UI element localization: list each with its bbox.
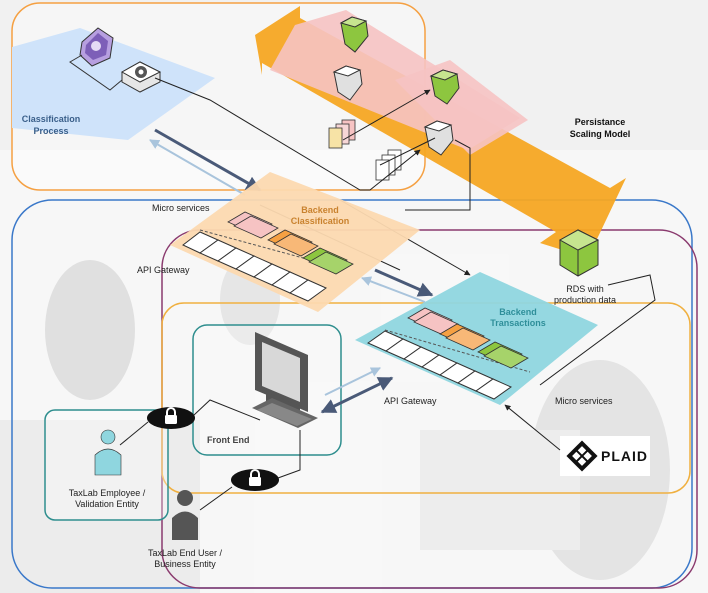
api-gateway-grid-bottom [366, 330, 513, 400]
api-gateway-top-label: API Gateway [137, 265, 190, 275]
employee-line-1: TaxLab Employee / [68, 488, 146, 498]
rds-label: RDS with production data [540, 284, 630, 306]
micro-service-cards-top [227, 211, 354, 275]
backend-transactions-label: Backend Transactions [478, 307, 558, 329]
database-icon [558, 229, 600, 277]
gear-icon [120, 61, 162, 93]
plaid-logo [560, 436, 650, 476]
backend-classification-line-2: Classification [290, 216, 350, 226]
micro-services-bottom-label: Micro services [555, 396, 613, 406]
rds-line-2: production data [553, 295, 617, 305]
backend-classification-label: Backend Classification [285, 205, 355, 227]
classification-line-2: Process [33, 126, 69, 136]
end-user-line-1: TaxLab End User / [147, 548, 223, 558]
micro-services-top-label: Micro services [152, 203, 210, 213]
employee-label: TaxLab Employee / Validation Entity [48, 488, 166, 510]
lock-icon [147, 407, 279, 491]
api-gateway-bottom-label: API Gateway [384, 396, 437, 406]
person-icon-end-user [172, 490, 198, 540]
storage-node-icon [332, 16, 460, 156]
micro-service-cards-bottom [407, 307, 529, 369]
rds-line-1: RDS with [566, 284, 604, 294]
classification-plane [12, 28, 215, 140]
backend-transactions-line-2: Transactions [490, 318, 546, 328]
ml-model-icon [79, 27, 114, 67]
end-user-line-2: Business Entity [154, 559, 216, 569]
backend-classification-line-1: Backend [301, 205, 339, 215]
persistance-line-2: Scaling Model [569, 129, 631, 139]
backend-transactions-line-1: Backend [499, 307, 537, 317]
plaid-wordmark: PLAID [601, 448, 648, 464]
monitor-icon [252, 332, 318, 428]
persistance-label: Persistance Scaling Model [550, 116, 650, 140]
person-icon-employee [94, 429, 122, 476]
front-end-label: Front End [207, 435, 250, 445]
classification-line-1: Classification [21, 114, 81, 124]
api-gateway-grid-top [182, 231, 327, 302]
end-user-label: TaxLab End User / Business Entity [130, 548, 240, 570]
employee-line-2: Validation Entity [75, 499, 139, 509]
classification-process-label: Classification Process [16, 113, 86, 137]
persistance-line-1: Persistance [574, 117, 626, 127]
